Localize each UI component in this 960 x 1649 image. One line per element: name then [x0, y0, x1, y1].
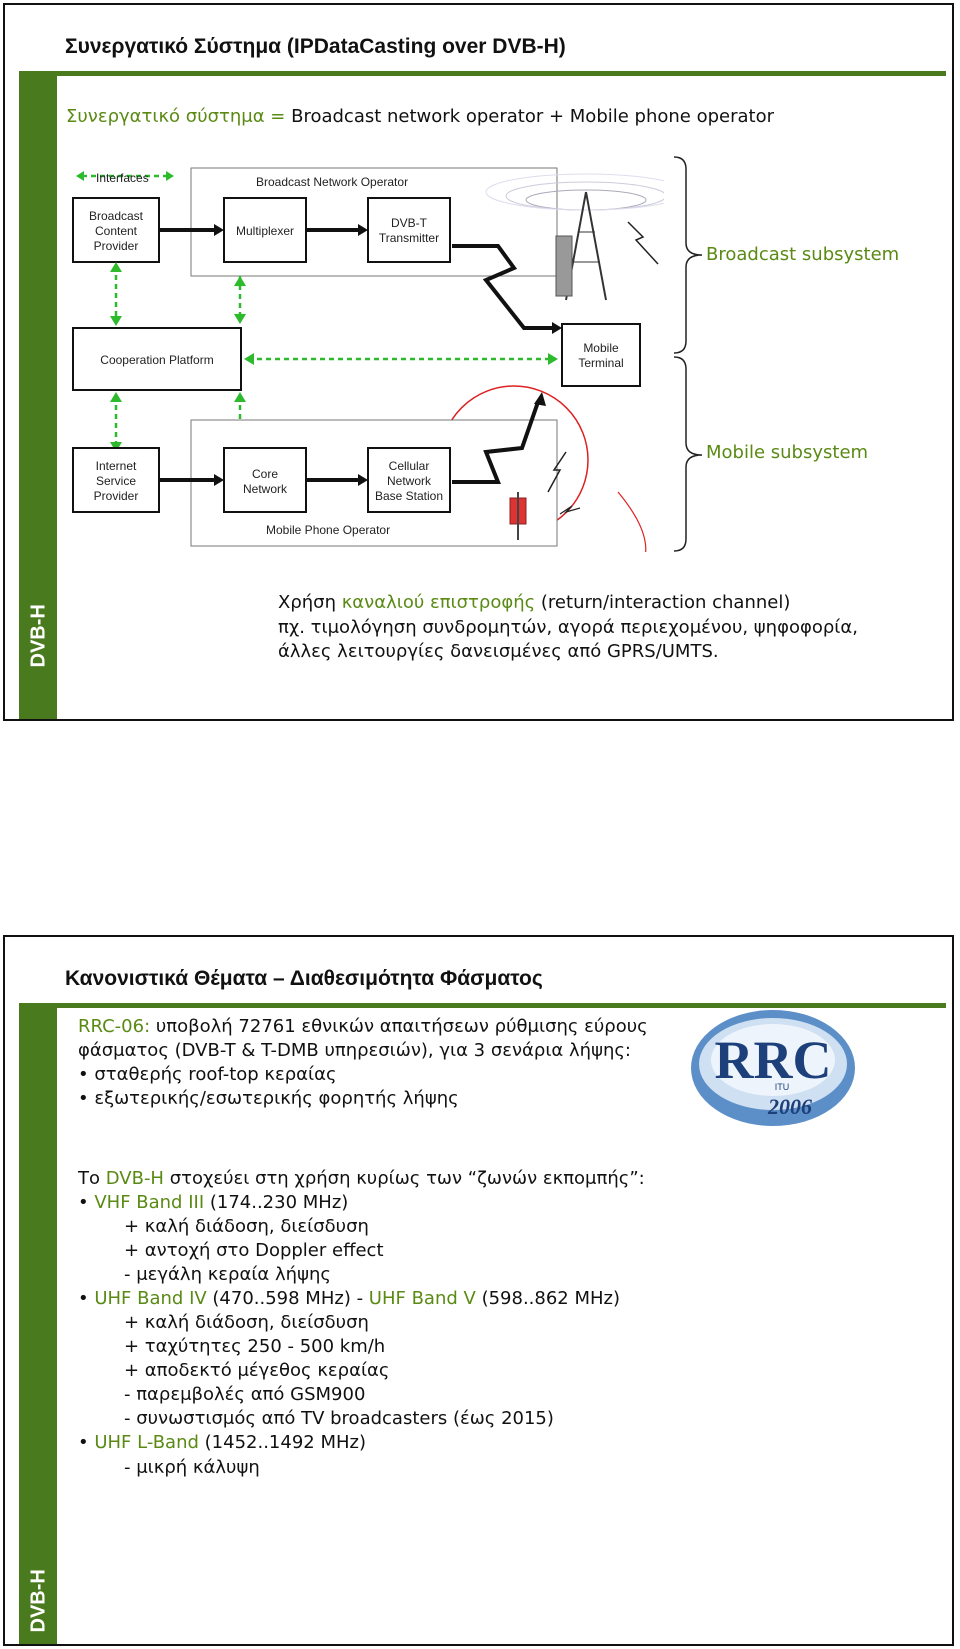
note-line-3: άλλες λειτουργίες δανεισμένες από GPRS/U… — [278, 641, 719, 662]
slide-title: Συνεργατικό Σύστημα (IPDataCasting over … — [65, 35, 566, 58]
return-channel-note: Χρήση καναλιού επιστροφής (return/intera… — [278, 592, 790, 613]
interfaces-label: Interfaces — [96, 171, 149, 185]
note-line-2: πχ. τιμολόγηση συνδρομητών, αγορά περιεχ… — [278, 617, 858, 638]
side-label: DVB-H — [27, 604, 50, 668]
broadcast-subsystem-label: Broadcast subsystem — [706, 244, 900, 265]
dvbt-line2: Transmitter — [379, 231, 439, 245]
uhf-mid: (470..598 MHz) - — [206, 1288, 369, 1309]
side-bar: DVB-H — [19, 75, 57, 719]
svg-text:RRC: RRC — [715, 1030, 832, 1090]
target-a: Το — [78, 1168, 106, 1189]
note-text-b: (return/interaction channel) — [535, 592, 791, 613]
uhf-item-5: - συνωστισμός από TV broadcasters (έως 2… — [124, 1408, 554, 1429]
lband-green: UHF L-Band — [94, 1432, 199, 1453]
side-label: DVB-H — [27, 1569, 50, 1633]
uhf-rest: (598..862 MHz) — [475, 1288, 621, 1309]
rrc-bullet-2: • εξωτερικής/εσωτερικής φορητής λήψης — [78, 1088, 459, 1109]
note-text-a: Χρήση — [278, 592, 342, 613]
subtitle-rest: Broadcast network operator + Mobile phon… — [285, 106, 775, 127]
rrc-bullet-1: • σταθερής roof-top κεραίας — [78, 1064, 337, 1085]
core-network-box — [223, 447, 307, 513]
mobile-terminal-line2: Terminal — [578, 356, 623, 370]
slide-title: Κανονιστικά Θέματα – Διαθεσιμότητα Φάσμα… — [65, 967, 543, 990]
vhf-band-line: • VHF Band III (174..230 MHz) — [78, 1192, 348, 1213]
lband-line: • UHF L-Band (1452..1492 MHz) — [78, 1432, 366, 1453]
title-underline-bar — [19, 1003, 946, 1008]
uhf-green-1: UHF Band IV — [94, 1288, 207, 1309]
uhf-green-2: UHF Band V — [368, 1288, 476, 1309]
dvbt-transmitter-box — [367, 197, 451, 263]
isp-box — [72, 447, 160, 513]
title-underline-bar — [19, 71, 946, 76]
isp-line3: Provider — [94, 489, 139, 503]
subtitle-green: Συνεργατικό σύστημα = — [66, 106, 286, 127]
rrc-line-2: φάσματος (DVB-T & T-DMB υπηρεσιών), για … — [78, 1040, 631, 1061]
isp-line2: Service — [96, 474, 136, 488]
bullet: • — [78, 1432, 95, 1453]
highlight-pointer — [617, 491, 647, 552]
lband-rest: (1452..1492 MHz) — [198, 1432, 366, 1453]
broadcast-operator-label: Broadcast Network Operator — [256, 175, 408, 189]
transmitter-tower-icon — [485, 173, 664, 301]
cbs-line3: Base Station — [375, 489, 443, 503]
svg-text:2006: 2006 — [767, 1094, 812, 1119]
cooperation-platform-label: Cooperation Platform — [100, 353, 213, 367]
architecture-diagram: Broadcast Network Operator Interfaces Br… — [72, 167, 664, 552]
broadcast-content-provider-box — [72, 197, 160, 263]
dvbt-line1: DVB-T — [391, 216, 428, 230]
rrc-2006-logo: RRC ITU 2006 — [691, 1010, 855, 1126]
subtitle: Συνεργατικό σύστημα = Broadcast network … — [66, 106, 774, 127]
uhf-item-4: - παρεμβολές από GSM900 — [124, 1384, 366, 1405]
note-text-green: καναλιού επιστροφής — [341, 592, 536, 613]
multiplexer-box — [223, 197, 307, 263]
rrc-line-1: RRC-06: υποβολή 72761 εθνικών απαιτήσεων… — [78, 1016, 648, 1037]
bcp-line1: Broadcast — [89, 209, 144, 223]
vhf-item-3: - μεγάλη κεραία λήψης — [124, 1264, 331, 1285]
uhf-band-line: • UHF Band IV (470..598 MHz) - UHF Band … — [78, 1288, 620, 1309]
mobile-subsystem-label: Mobile subsystem — [706, 442, 869, 463]
target-b: στοχεύει στη χρήση κυρίως των “ζωνών εκπ… — [163, 1168, 645, 1189]
bullet: • — [78, 1192, 95, 1213]
target-line: Το DVB-H στοχεύει στη χρήση κυρίως των “… — [78, 1168, 645, 1189]
interfaces-legend: Interfaces — [76, 171, 174, 185]
vhf-item-2: + αντοχή στο Doppler effect — [124, 1240, 384, 1261]
vhf-item-1: + καλή διάδοση, διείσδυση — [124, 1216, 369, 1237]
side-bar: DVB-H — [19, 1007, 57, 1644]
core-line2: Network — [243, 482, 288, 496]
core-line1: Core — [252, 467, 278, 481]
cbs-line2: Network — [387, 474, 432, 488]
mobile-operator-label: Mobile Phone Operator — [266, 523, 390, 537]
target-green: DVB-H — [105, 1168, 164, 1189]
bullet: • — [78, 1288, 95, 1309]
cbs-line1: Cellular — [389, 459, 430, 473]
uhf-item-2: + ταχύτητες 250 - 500 km/h — [124, 1336, 386, 1357]
mobile-terminal-box — [561, 323, 641, 387]
vhf-green: VHF Band III — [94, 1192, 205, 1213]
vhf-rest: (174..230 MHz) — [204, 1192, 349, 1213]
cooperation-platform-box — [72, 327, 242, 391]
uhf-item-1: + καλή διάδοση, διείσδυση — [124, 1312, 369, 1333]
rrc-green: RRC-06: — [78, 1016, 151, 1037]
subsystem-braces — [673, 156, 703, 552]
rrc-rest: υποβολή 72761 εθνικών απαιτήσεων ρύθμιση… — [150, 1016, 648, 1037]
isp-line1: Internet — [96, 459, 137, 473]
cell-tower-icon — [509, 492, 527, 540]
multiplexer-label: Multiplexer — [236, 224, 294, 238]
bcp-line2: Content — [95, 224, 138, 238]
bcp-line3: Provider — [94, 239, 139, 253]
svg-text:ITU: ITU — [775, 1082, 790, 1092]
uhf-item-3: + αποδεκτό μέγεθος κεραίας — [124, 1360, 390, 1381]
lband-item-1: - μικρή κάλυψη — [124, 1457, 260, 1478]
mobile-terminal-line1: Mobile — [583, 341, 619, 355]
